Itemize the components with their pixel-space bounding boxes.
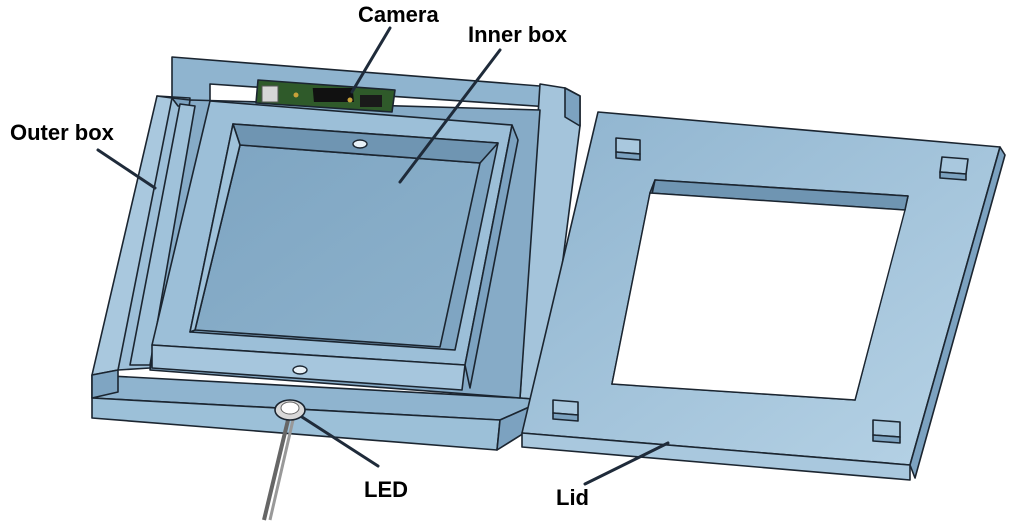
lid-peg — [615, 137, 641, 161]
inner-box-floor — [194, 144, 481, 348]
camera-label: Camera — [358, 2, 439, 27]
inner-box-label: Inner box — [468, 22, 568, 47]
outer-box-leader — [96, 148, 157, 190]
lid — [521, 111, 1006, 481]
outer-box-label: Outer box — [10, 120, 115, 145]
lid-peg — [939, 156, 969, 181]
inner-box — [151, 100, 519, 391]
leader-lines — [96, 26, 670, 486]
inner-box-leader — [398, 48, 502, 184]
lid-label: Lid — [556, 485, 589, 510]
led — [262, 399, 306, 521]
lid-peg — [872, 419, 901, 444]
camera-pcb — [255, 79, 396, 113]
camera-leader — [350, 26, 392, 94]
led-label: LED — [364, 477, 408, 502]
led-leader — [300, 415, 380, 468]
lid-leader — [583, 441, 670, 486]
lid-peg — [552, 399, 579, 422]
